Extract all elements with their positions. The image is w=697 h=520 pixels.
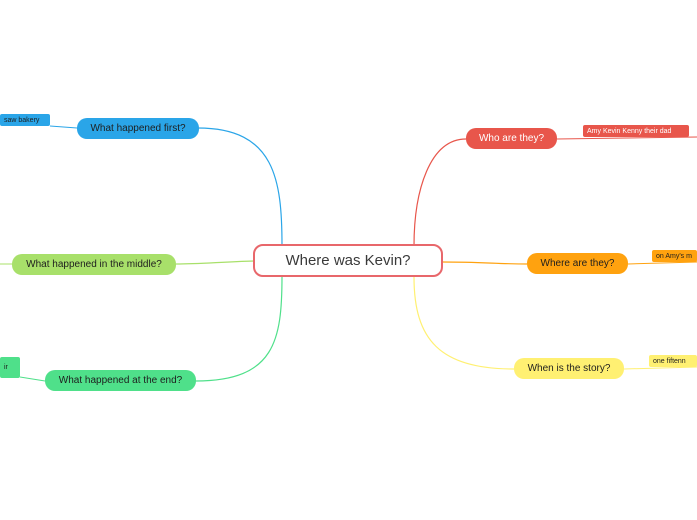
topic-where-are-they[interactable]: Where are they? — [527, 253, 628, 274]
subtopic-end-partial[interactable]: ir — [0, 357, 20, 378]
connector-leaf-who-are-they — [556, 136, 697, 140]
connector-leaf-when-is-the-story — [623, 366, 697, 370]
connector-leaf-what-happened-first — [49, 125, 78, 129]
topic-when-is-the-story[interactable]: When is the story? — [514, 358, 624, 379]
topic-who-are-they[interactable]: Who are they? — [466, 128, 557, 149]
subtopic-time[interactable]: one fiftenn — [649, 355, 697, 367]
connector-what-happened-first — [197, 127, 283, 247]
subtopic-location[interactable]: on Amy's m — [652, 250, 697, 262]
connector-who-are-they — [413, 138, 467, 247]
topic-what-happened-in-the-middle[interactable]: What happened in the middle? — [12, 254, 176, 275]
topic-what-happened-at-the-end[interactable]: What happened at the end? — [45, 370, 196, 391]
connector-when-is-the-story — [413, 276, 515, 370]
subtopic-saw-bakery[interactable]: saw bakery — [0, 114, 50, 126]
connector-where-are-they — [442, 261, 528, 265]
connector-leaf-where-are-they — [627, 261, 697, 265]
subtopic-characters[interactable]: Amy Kevin Kenny their dad — [583, 125, 689, 137]
connector-what-happened-at-the-end — [195, 275, 283, 382]
topic-what-happened-first[interactable]: What happened first? — [77, 118, 199, 139]
central-topic[interactable]: Where was Kevin? — [253, 244, 443, 277]
connector-leaf-what-happened-at-the-end — [19, 376, 46, 382]
connector-what-happened-in-the-middle — [175, 260, 255, 265]
